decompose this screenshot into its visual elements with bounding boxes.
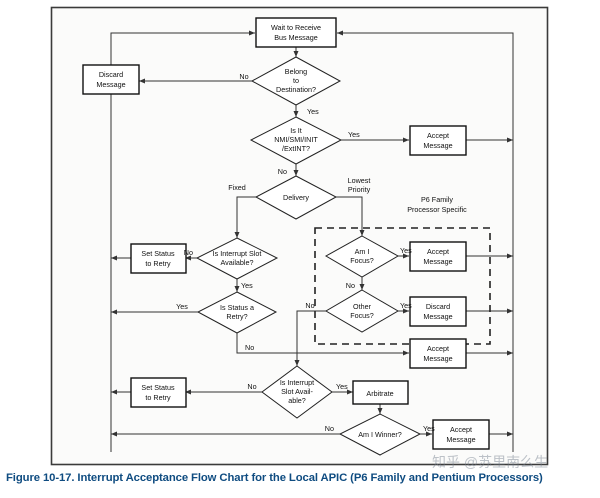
node-nmi-line2: NMI/SMI/INIT [274,135,318,144]
node-acceptfocus-line1: Accept [427,247,449,256]
edge-label-slot2-yes: Yes [336,382,348,391]
node-amiwinner-line1: Am I Winner? [358,430,402,439]
node-accept-message-nmi: Accept Message [409,125,467,156]
node-accept-nmi-line1: Accept [427,131,449,140]
node-arbitrate-line1: Arbitrate [366,389,393,398]
node-slot2-line1: Is Interrupt [280,378,314,387]
edge-return-bus [337,30,514,452]
node-discard-message-top: Discard Message [82,64,140,95]
edge-label-belong-no: No [239,72,248,81]
edge-label-other-focus-yes: Yes [400,301,412,310]
edge-label-retry-no: No [245,343,254,352]
node-wait-line2: Bus Message [274,33,318,42]
node-acceptwinner-line2: Message [446,435,475,444]
node-am-i-focus: Am I Focus? [324,235,400,278]
node-amifocus-line2: Focus? [350,256,374,265]
edge-label-delivery-lowest-2: Priority [348,185,371,194]
node-belong-line3: Destination? [276,85,316,94]
edge-delivery-lowest [326,196,365,236]
node-setretry1-line1: Set Status [141,249,175,258]
node-otherfocus-line1: Other [353,302,372,311]
node-accept-message-winner: Accept Message [432,419,490,450]
node-am-i-winner: Am I Winner? [338,413,422,456]
node-setretry1-line2: to Retry [145,259,171,268]
node-setretry2-line2: to Retry [145,393,171,402]
edge-retry-no [236,333,297,354]
node-is-status-a-retry: Is Status a Retry? [196,291,278,334]
node-is-nmi-smi-init-extint: Is It NMI/SMI/INIT /ExtINT? [249,116,343,165]
node-accept-message-focus: Accept Message [409,241,467,272]
edge-label-winner-yes: Yes [423,424,435,433]
node-slot2-line2: Slot Avail- [281,387,313,396]
node-otherfocus-line2: Focus? [350,311,374,320]
node-accept-nmi-line2: Message [423,141,452,150]
edge-label-belong-yes: Yes [307,107,319,116]
node-nmi-line1: Is It [290,126,302,135]
node-arbitrate: Arbitrate [352,380,409,405]
edge-label-focus-no: No [346,281,355,290]
node-acceptfocus-line2: Message [423,257,452,266]
node-accept-message-middle: Accept Message [409,338,467,369]
edge-label-focus-yes: Yes [400,246,412,255]
p6-note-line2: Processor Specific [407,205,467,214]
node-belong-line1: Belong [285,67,307,76]
edge-label-slot2-no: No [247,382,256,391]
node-discardfocus-line1: Discard [426,302,450,311]
p6-note-line1: P6 Family [421,195,453,204]
node-delivery-line1: Delivery [283,193,309,202]
node-slot1-line1: Is Interrupt Slot [213,249,262,258]
edge-label-retry-yes: Yes [176,302,188,311]
node-setretry2-line1: Set Status [141,383,175,392]
node-nmi-line3: /ExtINT? [282,144,310,153]
edge-label-slot1-yes: Yes [241,281,253,290]
edge-label-nmi-no: No [278,167,287,176]
node-other-focus: Other Focus? [325,289,399,333]
node-slot1-line2: Available? [220,258,253,267]
node-wait-line1: Wait to Receive [271,23,321,32]
p6-family-dashed-region [314,227,491,345]
figure-caption: Figure 10-17. Interrupt Acceptance Flow … [6,472,543,484]
edge-label-other-focus-no: No [305,301,314,310]
edge-label-slot1-no: No [184,248,193,257]
node-discard-top-line1: Discard [99,70,123,79]
node-acceptwinner-line1: Accept [450,425,472,434]
node-belong-line2: to [293,76,299,85]
node-is-interrupt-slot-available-1: Is Interrupt Slot Available? [195,237,279,280]
node-amifocus-line1: Am I [355,247,370,256]
node-statusretry-line2: Retry? [226,312,247,321]
edge-label-delivery-lowest-1: Lowest [348,176,371,185]
node-set-status-to-retry-1: Set Status to Retry [130,243,187,274]
edge-label-nmi-yes: Yes [348,130,360,139]
edge-label-winner-no: No [325,424,334,433]
node-acceptmid-line1: Accept [427,344,449,353]
edge-label-group: No Yes Yes No Fixed Lowest Priority No Y… [176,72,435,433]
node-is-interrupt-slot-available-2: Is Interrupt Slot Avail- able? [261,365,333,419]
node-statusretry-line1: Is Status a [220,303,254,312]
node-discard-top-line2: Message [96,80,125,89]
node-discardfocus-line2: Message [423,312,452,321]
node-slot2-line3: able? [288,396,306,405]
node-set-status-to-retry-2: Set Status to Retry [130,377,187,408]
node-discard-message-focus: Discard Message [409,296,467,327]
node-wait-to-receive: Wait to Receive Bus Message [255,17,337,48]
node-belong-to-destination: Belong to Destination? [250,56,342,106]
node-acceptmid-line2: Message [423,354,452,363]
node-delivery: Delivery [254,175,338,220]
edge-other-focus-no [294,310,328,366]
edge-label-delivery-fixed: Fixed [228,183,246,192]
